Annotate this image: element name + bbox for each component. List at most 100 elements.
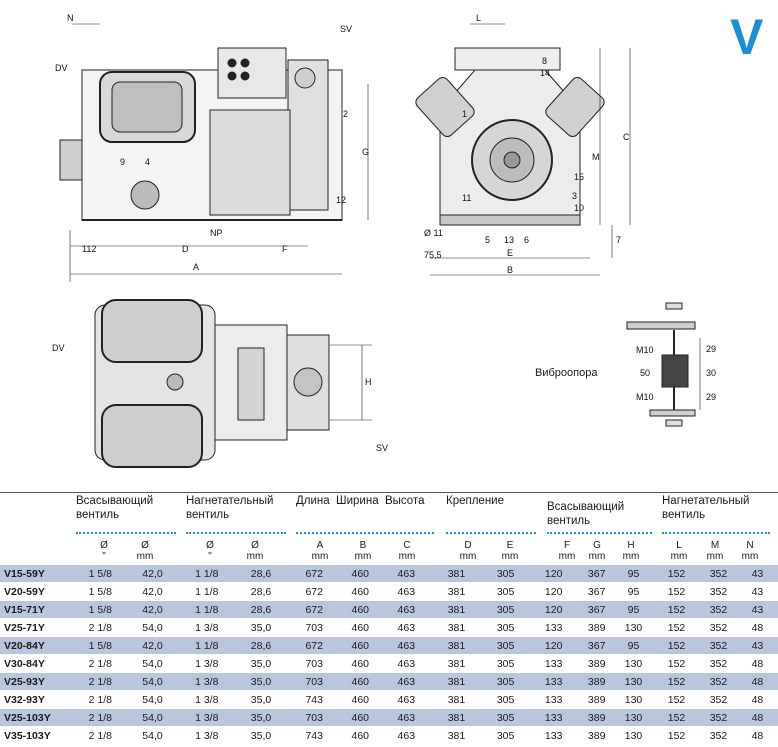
vibro-m10-bottom: M10: [636, 392, 654, 402]
table-cell: 463: [382, 618, 430, 637]
label-6: 6: [524, 235, 529, 245]
sub-discharge-mm-1: Ø mm: [246, 540, 264, 562]
label-11: 11: [462, 193, 471, 203]
sub-a: A mm: [311, 540, 329, 562]
table-cell: 305: [483, 600, 529, 619]
table-cell: 28,6: [231, 582, 291, 601]
table-top-rule: [0, 492, 778, 493]
table-cell: 1 3/8: [182, 672, 232, 691]
table-cell: 48: [736, 672, 778, 691]
table-cell: 130: [614, 672, 653, 691]
table-cell: 42,0: [122, 636, 183, 655]
table-cell: 130: [614, 708, 653, 727]
table-cell: 381: [429, 565, 484, 583]
table-cell: 367: [579, 636, 615, 655]
table-cell: 305: [483, 618, 529, 637]
table-cell: 35,0: [231, 726, 291, 745]
label-14: 14: [540, 68, 550, 78]
group-discharge-valve-1: Нагнетательный вентиль: [186, 495, 274, 521]
model-cell: V20-59Y: [0, 582, 78, 601]
series-letter: V: [730, 9, 764, 65]
table-cell: 305: [483, 636, 529, 655]
table-cell: 42,0: [122, 582, 183, 601]
table-cell: 1 3/8: [182, 708, 232, 727]
table-cell: 130: [614, 726, 653, 745]
table-cell: 389: [579, 672, 615, 691]
table-cell: 28,6: [231, 600, 291, 619]
sub-suction-inch-1: Ø ": [100, 540, 108, 562]
table-cell: 130: [614, 690, 653, 709]
table-cell: 460: [337, 690, 383, 709]
table-cell: 367: [579, 565, 615, 583]
label-f: F: [282, 244, 288, 254]
vibro-m10-top: M10: [636, 345, 654, 355]
table-cell: 152: [652, 708, 701, 727]
table-cell: 35,0: [231, 690, 291, 709]
group-dimensions: Длина Ширина Высота: [296, 495, 425, 507]
label-8: 8: [542, 56, 547, 66]
table-cell: 352: [700, 636, 737, 655]
table-cell: 152: [652, 726, 701, 745]
model-cell: V25-103Y: [0, 708, 78, 727]
table-cell: 1 3/8: [182, 654, 232, 673]
table-cell: 381: [429, 672, 484, 691]
table-cell: 743: [290, 726, 338, 745]
label-15: 15: [574, 172, 584, 182]
table-cell: 2 1/8: [77, 654, 123, 673]
table-cell: 1 3/8: [182, 618, 232, 637]
table-cell: 42,0: [122, 565, 183, 583]
table-cell: 389: [579, 618, 615, 637]
label-3: 3: [572, 191, 577, 201]
table-cell: 1 5/8: [77, 565, 123, 583]
label-d: D: [182, 244, 189, 254]
table-cell: 463: [382, 672, 430, 691]
table-cell: 352: [700, 600, 737, 619]
sub-f: F mm: [558, 540, 576, 562]
table-cell: 352: [700, 726, 737, 745]
table-cell: 43: [736, 636, 778, 655]
model-cell: V25-93Y: [0, 672, 78, 691]
table-cell: 460: [337, 636, 383, 655]
table-cell: 381: [429, 618, 484, 637]
sub-g: G mm: [588, 540, 606, 562]
table-cell: 152: [652, 618, 701, 637]
table-cell: 352: [700, 690, 737, 709]
label-1: 1: [462, 109, 467, 119]
table-cell: 672: [290, 600, 338, 619]
table-cell: 305: [483, 582, 529, 601]
table-cell: 463: [382, 582, 430, 601]
label-sv: SV: [340, 24, 352, 34]
table-cell: 43: [736, 565, 778, 583]
table-cell: 352: [700, 582, 737, 601]
table-cell: 305: [483, 565, 529, 583]
table-cell: 48: [736, 618, 778, 637]
table-cell: 133: [528, 690, 580, 709]
table-cell: 703: [290, 654, 338, 673]
vibro-29-bottom: 29: [706, 392, 716, 402]
table-cell: 95: [614, 636, 653, 655]
model-cell: V15-71Y: [0, 600, 78, 619]
table-cell: 463: [382, 636, 430, 655]
vibration-mount: [626, 302, 701, 427]
group-mounting: Крепление: [446, 495, 504, 507]
table-cell: 703: [290, 708, 338, 727]
label-dv: DV: [55, 63, 68, 73]
label-4: 4: [145, 157, 150, 167]
front-view: [59, 47, 343, 221]
vibro-29-top: 29: [706, 344, 716, 354]
dimensions-table: Всасывающий вентиль Нагнетательный венти…: [0, 492, 778, 747]
label-c: C: [623, 132, 630, 142]
table-cell: 43: [736, 582, 778, 601]
group-divider-2: [186, 532, 286, 534]
table-cell: 1 1/8: [182, 600, 232, 619]
table-cell: 381: [429, 708, 484, 727]
label-np: NP: [210, 228, 223, 238]
table-cell: 54,0: [122, 654, 183, 673]
table-cell: 305: [483, 708, 529, 727]
table-cell: 152: [652, 565, 701, 583]
table-cell: 703: [290, 672, 338, 691]
table-cell: 48: [736, 726, 778, 745]
side-view: [415, 47, 605, 226]
table-cell: 460: [337, 618, 383, 637]
